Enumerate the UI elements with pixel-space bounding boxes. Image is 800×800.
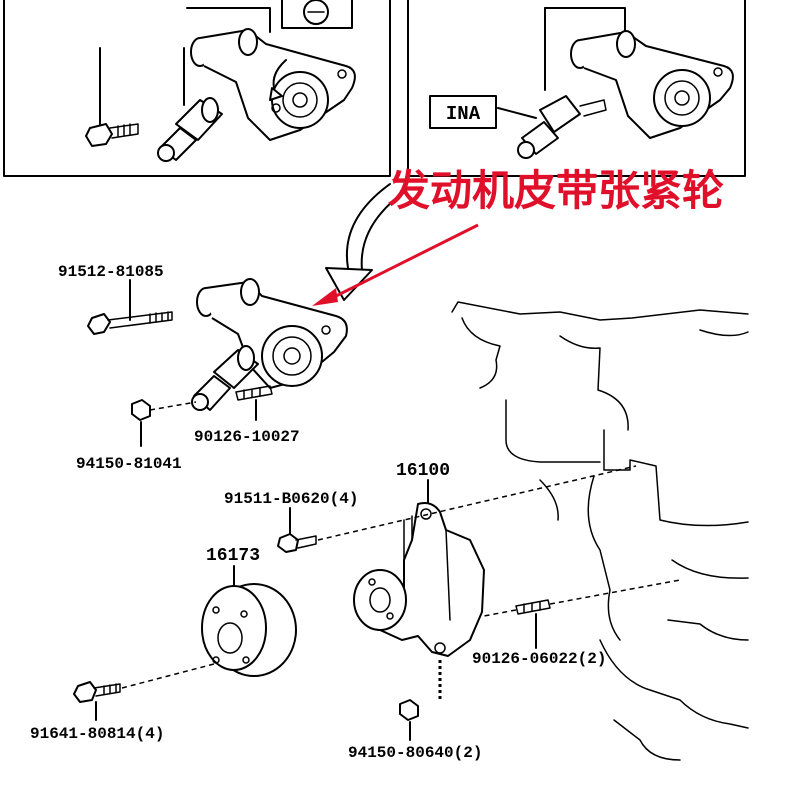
nut-94150-80640: 94150-80640(2) [348,660,482,762]
part-number-16100: 16100 [396,461,450,481]
part-number-16173: 16173 [206,546,260,566]
belt-tensioner-assembly [191,278,348,411]
water-pump-16100: 16100 [353,461,485,657]
annotation-title: 发动机皮带张紧轮 [388,166,724,215]
part-number-91641-80814: 91641-80814(4) [30,725,164,743]
annotation-arrow-line [331,223,479,300]
tensioner-bolt-icon [85,123,139,147]
inset-arrow [325,183,405,301]
engine-block-outline [451,301,749,761]
part-number-91512-81085: 91512-81085 [58,263,164,281]
stud-90126-06022: 90126-06022(2) [472,579,681,668]
ina-badge-label: INA [446,103,481,125]
tensioner-bracket-icon [190,28,356,141]
ina-badge: INA [429,95,537,129]
part-number-90126-06022: 90126-06022(2) [472,650,606,668]
part-number-94150-80640: 94150-80640(2) [348,744,482,762]
bolt-91641-80814: 91641-80814(4) [30,663,215,743]
part-number-91511-b0620: 91511-B0620(4) [224,490,358,508]
ina-tensioner-bracket-icon [570,30,734,139]
ina-damper-icon [517,95,607,159]
pulley-16173: 16173 [201,546,297,677]
stud-90126-10027: 90126-10027 [194,385,300,446]
part-number-94150-81041: 94150-81041 [76,455,182,473]
annotation: 发动机皮带张紧轮 [312,166,724,306]
bolt-91511-b0620: 91511-B0620(4) [224,465,637,553]
tensioner-damper-icon [157,97,223,162]
tensioner-damper [191,345,259,411]
nut-94150-81041: 94150-81041 [76,399,197,473]
part-number-90126-10027: 90126-10027 [194,428,300,446]
bolt-91512-81085: 91512-81085 [58,263,173,335]
annotation-arrow-head [312,288,338,306]
inset-right: INA [407,0,746,177]
inset-left [3,0,391,177]
